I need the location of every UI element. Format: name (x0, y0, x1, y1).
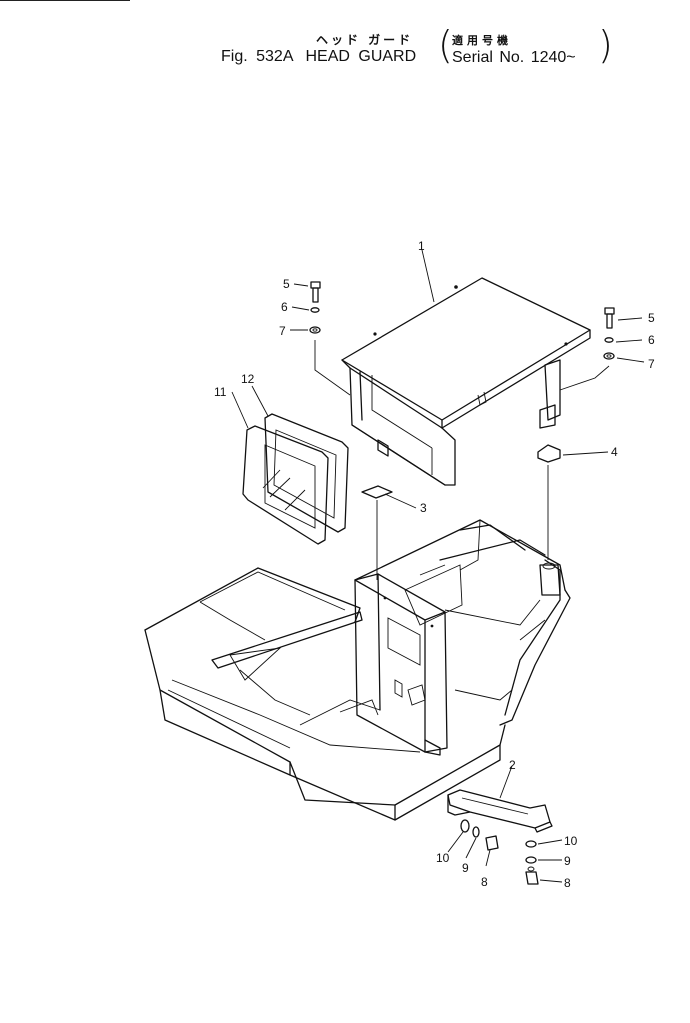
callout-7-right: 7 (648, 357, 655, 371)
japanese-serial-label: 適用号機 (452, 34, 512, 47)
callout-8-left: 8 (481, 875, 488, 889)
callout-10-left: 10 (436, 851, 450, 865)
assembly-centerlines (314, 340, 610, 580)
callout-9-right: 9 (564, 854, 571, 868)
center-column (354, 573, 448, 756)
head-guard-canopy (341, 277, 591, 486)
callout-6-right: 6 (648, 333, 655, 347)
serial-range: Serial No. 1240~ (452, 49, 576, 66)
callout-11: 11 (214, 385, 227, 399)
callout-8-right: 8 (564, 876, 571, 890)
diagram-header: ヘッド ガード 適用号機 Fig. 532A HEAD GUARD ( Seria… (0, 0, 690, 80)
mount-plates (361, 444, 561, 499)
step-bracket (447, 789, 553, 833)
lower-fastener-set (460, 819, 539, 885)
top-rule (0, 0, 130, 1)
chassis-frame (144, 519, 571, 821)
right-fastener-stack (603, 307, 615, 360)
callout-5-right: 5 (648, 311, 655, 325)
leader-lines (231, 249, 645, 883)
callout-9-left: 9 (462, 861, 469, 875)
figure-title: Fig. 532A HEAD GUARD (221, 48, 416, 66)
left-fastener-stack (309, 281, 321, 334)
callout-3: 3 (420, 501, 427, 515)
close-bracket: ) (598, 23, 613, 67)
callout-1: 1 (418, 239, 425, 253)
figure-number: Fig. 532A (221, 48, 294, 65)
callout-7-left: 7 (279, 324, 286, 338)
callout-5-left: 5 (283, 277, 290, 291)
callout-labels: 1 2 3 4 5 6 7 5 6 7 8 9 10 8 9 10 11 12 (214, 239, 655, 890)
open-bracket: ( (438, 23, 453, 67)
callout-2: 2 (509, 758, 516, 772)
callout-12: 12 (241, 372, 255, 386)
window-glass-assembly (242, 413, 349, 545)
figure-name: HEAD GUARD (305, 48, 417, 65)
callout-4: 4 (611, 445, 618, 459)
japanese-title: ヘッド ガード (316, 33, 414, 47)
callout-6-left: 6 (281, 300, 288, 314)
callout-10-right: 10 (564, 834, 578, 848)
